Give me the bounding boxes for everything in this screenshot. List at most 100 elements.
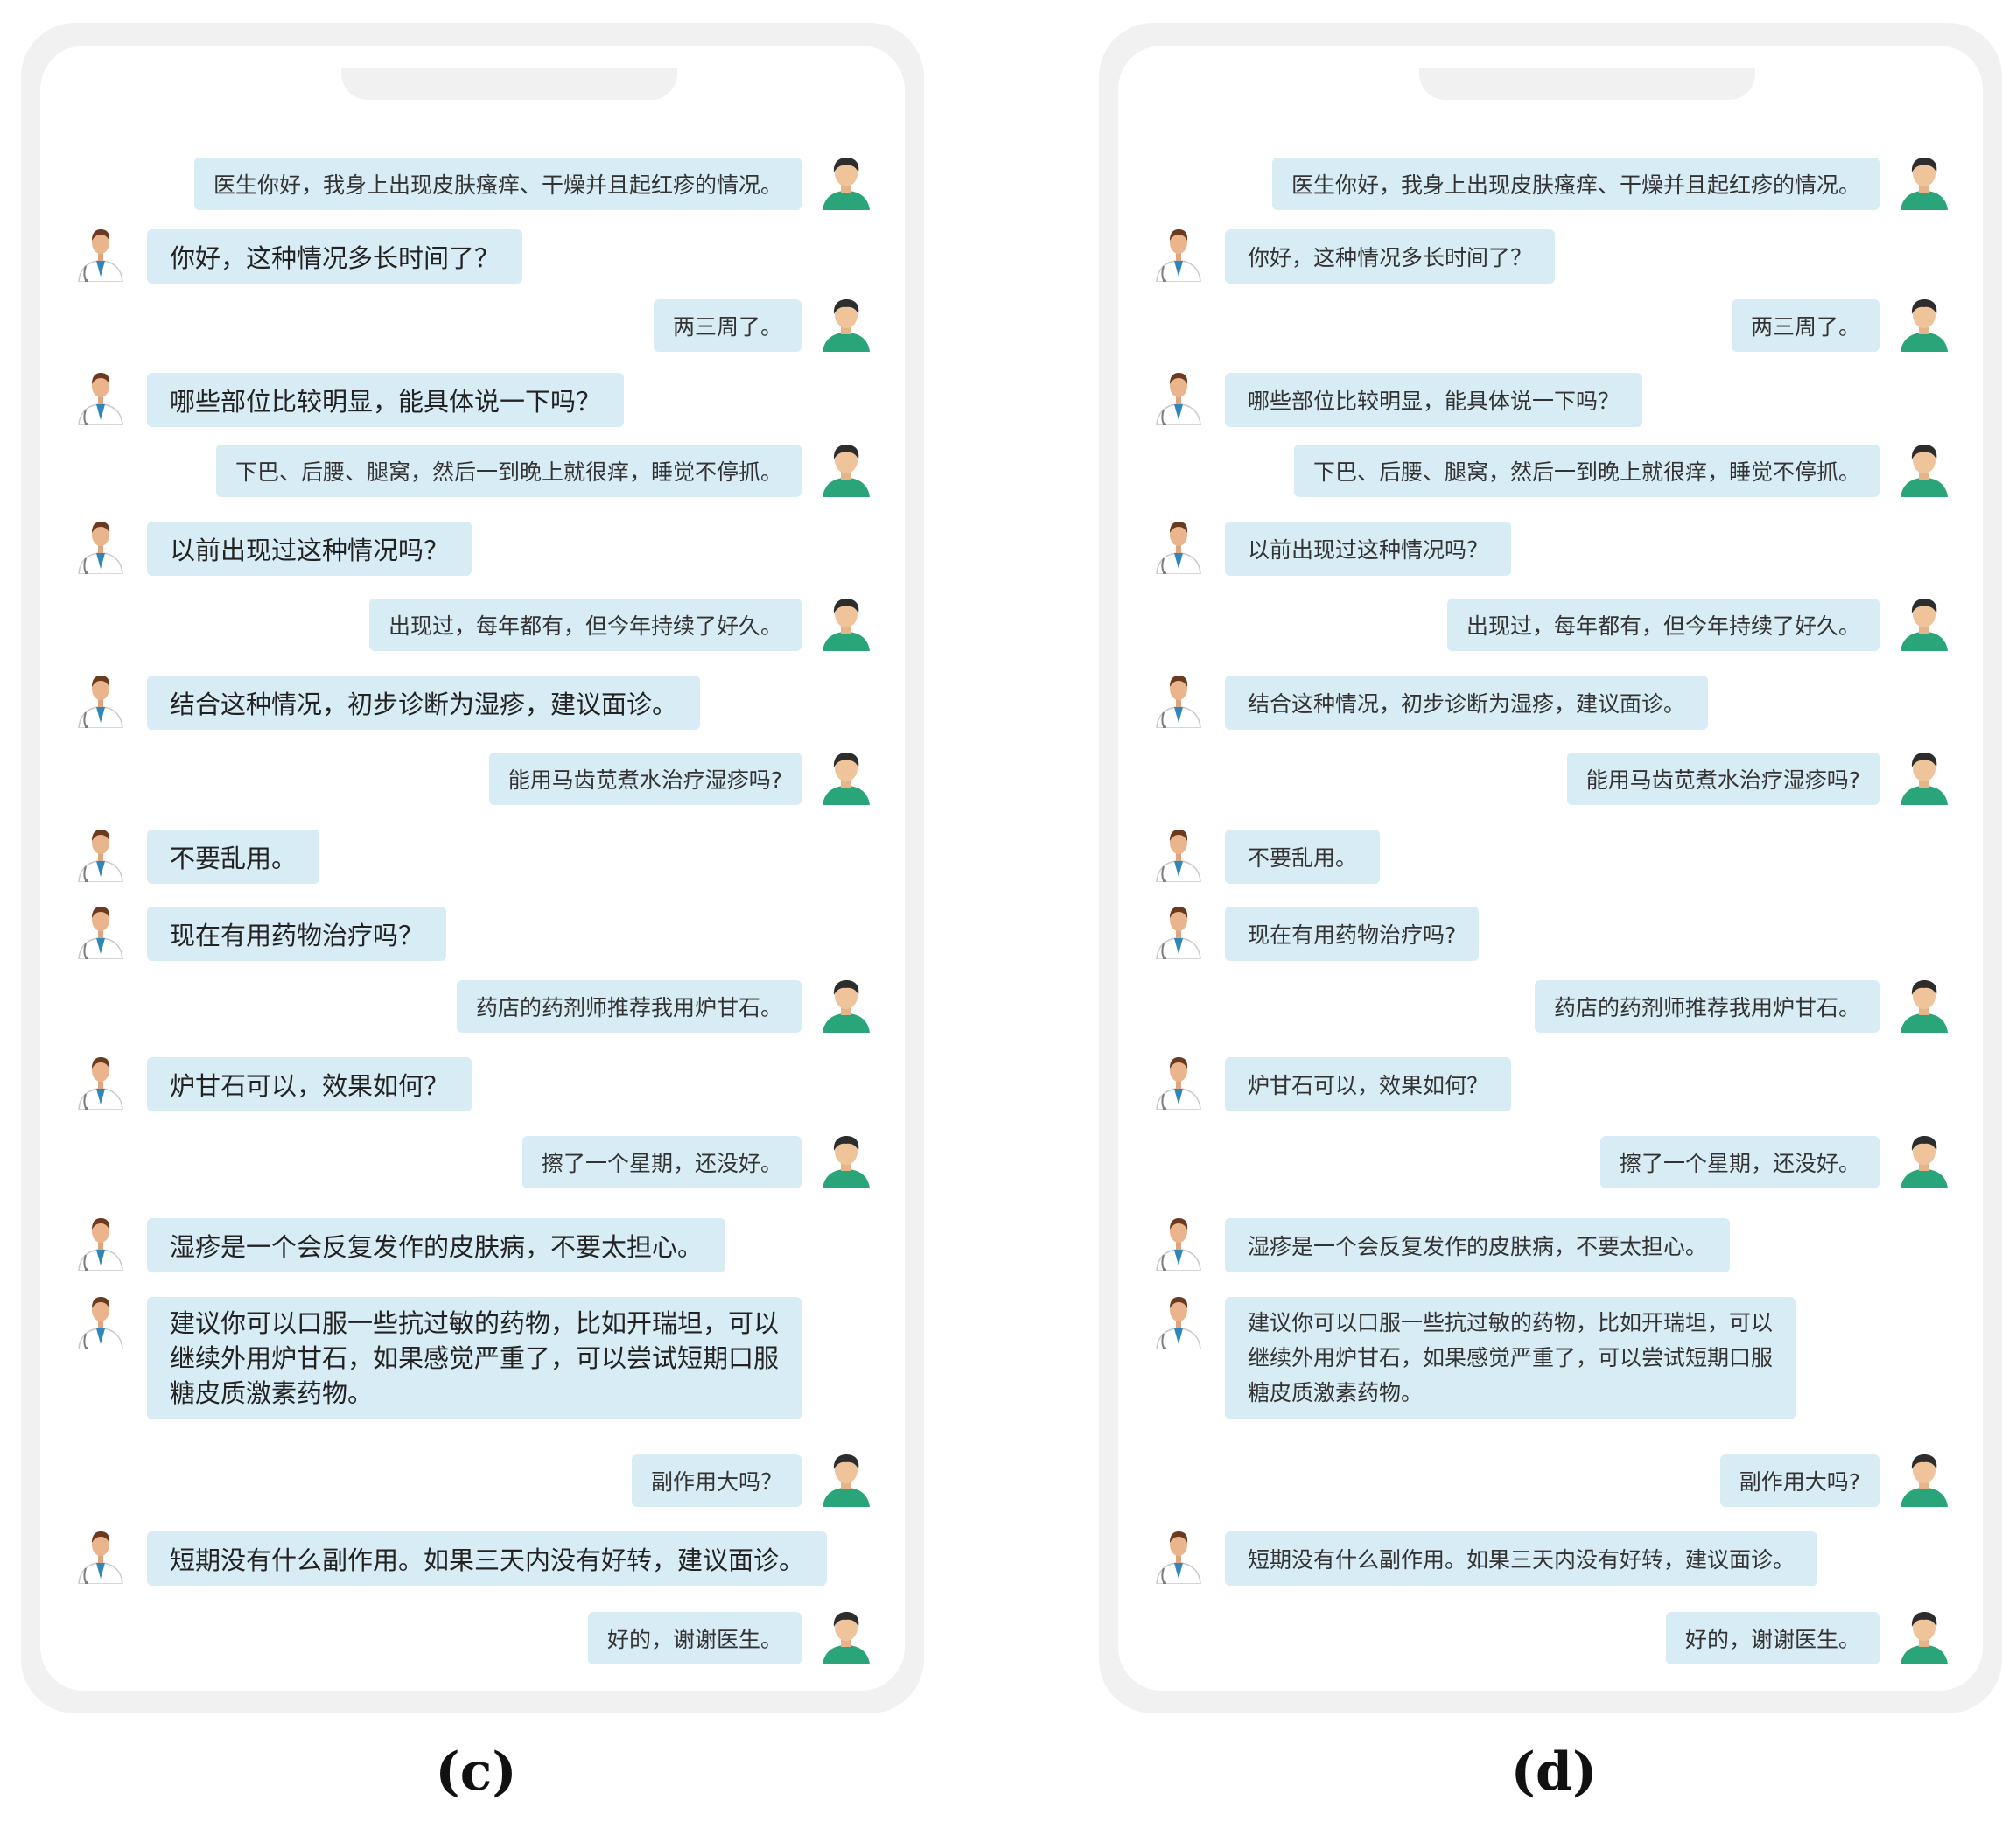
doctor-avatar-icon [74,826,128,883]
patient-avatar-icon [819,1451,873,1507]
patient-message: 好的，谢谢医生。 [40,1612,905,1664]
patient-message-bubble: 药店的药剂师推荐我用炉甘石。 [1534,980,1880,1033]
doctor-message: 湿疹是一个会反复发作的皮肤病，不要太担心。 [1118,1215,1983,1272]
patient-message-bubble: 副作用大吗？ [631,1454,802,1507]
phone-frame-c: 医生你好，我身上出现皮肤瘙痒、干燥并且起红疹的情况。你好，这种情况多长时间了？ 两… [21,23,924,1713]
doctor-message: 结合这种情况，初步诊断为湿疹，建议面诊。 [40,676,905,730]
doctor-message-bubble: 不要乱用。 [147,830,320,884]
doctor-message-bubble: 现在有用药物治疗吗? [1225,907,1480,961]
patient-avatar-icon [819,154,873,210]
patient-message: 出现过，每年都有，但今年持续了好久。 [40,599,905,651]
patient-avatar-icon [819,296,873,352]
doctor-avatar-icon [74,672,128,729]
patient-message-bubble: 出现过，每年都有，但今年持续了好久。 [1446,599,1880,651]
doctor-message: 以前出现过这种情况吗？ [1118,522,1983,576]
patient-message-bubble: 下巴、后腰、腿窝，然后一到晚上就很痒，睡觉不停抓。 [1293,445,1880,497]
doctor-avatar-icon [1152,826,1206,883]
doctor-message-bubble: 短期没有什么副作用。如果三天内没有好转，建议面诊。 [147,1531,828,1586]
patient-message-bubble: 出现过，每年都有，但今年持续了好久。 [368,599,802,651]
doctor-message: 你好，这种情况多长时间了？ [40,229,905,284]
doctor-message: 不要乱用。 [1118,830,1983,884]
doctor-avatar-icon [74,1054,128,1111]
doctor-message: 短期没有什么副作用。如果三天内没有好转，建议面诊。 [40,1528,905,1586]
doctor-message-bubble: 你好，这种情况多长时间了？ [147,229,523,284]
patient-message: 下巴、后腰、腿窝，然后一到晚上就很痒，睡觉不停抓。 [1118,445,1983,497]
patient-avatar-icon [819,441,873,497]
patient-avatar-icon [1897,1132,1951,1188]
panel-label-d: (d) [1510,1741,1598,1803]
doctor-message-bubble: 炉甘石可以，效果如何？ [1225,1057,1512,1111]
phone-notch [341,68,677,100]
doctor-avatar-icon [1152,226,1206,283]
patient-message: 医生你好，我身上出现皮肤瘙痒、干燥并且起红疹的情况。 [40,158,905,210]
doctor-message: 现在有用药物治疗吗? [1118,907,1983,961]
doctor-avatar-icon [1152,1215,1206,1272]
patient-message: 两三周了。 [40,299,905,352]
doctor-message-bubble: 现在有用药物治疗吗？ [147,907,447,961]
phone-notch [1419,68,1755,100]
doctor-avatar-icon [1152,672,1206,729]
message-text-line: 继续外用炉甘石，如果感觉严重了，可以尝试短期口服 [170,1343,780,1373]
patient-message: 能用马齿苋煮水治疗湿疹吗? [1118,753,1983,805]
doctor-avatar-icon [74,518,128,575]
doctor-message-bubble: 建议你可以口服一些抗过敏的药物，比如开瑞坦，可以继续外用炉甘石，如果感觉严重了，… [147,1297,802,1419]
patient-avatar-icon [1897,154,1951,210]
doctor-message: 哪些部位比较明显，能具体说一下吗？ [40,373,905,427]
patient-message: 副作用大吗? [1118,1454,1983,1507]
doctor-message-bubble: 结合这种情况，初步诊断为湿疹，建议面诊。 [147,676,701,730]
patient-message-bubble: 下巴、后腰、腿窝，然后一到晚上就很痒，睡觉不停抓。 [215,445,802,497]
doctor-message-bubble: 建议你可以口服一些抗过敏的药物，比如开瑞坦，可以继续外用炉甘石，如果感觉严重了，… [1225,1297,1796,1419]
patient-message: 医生你好，我身上出现皮肤瘙痒、干燥并且起红疹的情况。 [1118,158,1983,210]
patient-avatar-icon [819,749,873,805]
doctor-avatar-icon [74,1528,128,1585]
patient-message-bubble: 药店的药剂师推荐我用炉甘石。 [456,980,802,1033]
patient-message-bubble: 医生你好，我身上出现皮肤瘙痒、干燥并且起红疹的情况。 [193,158,802,210]
doctor-avatar-icon [74,1215,128,1272]
doctor-message-bubble: 结合这种情况，初步诊断为湿疹，建议面诊。 [1225,676,1709,730]
message-text-line: 糖皮质激素药物。 [170,1378,374,1408]
doctor-avatar-icon [1152,518,1206,575]
patient-message-bubble: 擦了一个星期，还没好。 [1600,1136,1880,1188]
doctor-message-bubble: 以前出现过这种情况吗？ [147,522,472,576]
patient-avatar-icon [819,1132,873,1188]
doctor-avatar-icon [74,1293,128,1350]
doctor-message: 湿疹是一个会反复发作的皮肤病，不要太担心。 [40,1215,905,1272]
doctor-message: 以前出现过这种情况吗？ [40,522,905,576]
message-text-line: 继续外用炉甘石，如果感觉严重了，可以尝试短期口服 [1248,1345,1774,1370]
patient-message: 擦了一个星期，还没好。 [40,1136,905,1188]
patient-avatar-icon [1897,441,1951,497]
patient-message-bubble: 两三周了。 [653,299,802,352]
doctor-message: 炉甘石可以，效果如何？ [40,1054,905,1111]
chat-screen: 医生你好，我身上出现皮肤瘙痒、干燥并且起红疹的情况。你好，这种情况多长时间了？ 两… [1118,46,1983,1691]
patient-message: 出现过，每年都有，但今年持续了好久。 [1118,599,1983,651]
patient-message-bubble: 能用马齿苋煮水治疗湿疹吗? [488,753,802,805]
doctor-message-bubble: 炉甘石可以，效果如何？ [147,1057,472,1111]
chat-screen: 医生你好，我身上出现皮肤瘙痒、干燥并且起红疹的情况。你好，这种情况多长时间了？ 两… [40,46,905,1691]
patient-message: 能用马齿苋煮水治疗湿疹吗? [40,753,905,805]
patient-message-bubble: 副作用大吗? [1719,1454,1880,1507]
doctor-message-bubble: 不要乱用。 [1225,830,1381,884]
patient-message: 下巴、后腰、腿窝，然后一到晚上就很痒，睡觉不停抓。 [40,445,905,497]
patient-avatar-icon [1897,296,1951,352]
doctor-message-bubble: 短期没有什么副作用。如果三天内没有好转，建议面诊。 [1225,1531,1818,1586]
patient-avatar-icon [1897,749,1951,805]
doctor-message: 短期没有什么副作用。如果三天内没有好转，建议面诊。 [1118,1531,1983,1586]
message-text-line: 建议你可以口服一些抗过敏的药物，比如开瑞坦，可以 [170,1308,780,1338]
doctor-message: 你好，这种情况多长时间了？ [1118,226,1983,284]
patient-message-bubble: 好的，谢谢医生。 [1665,1612,1880,1664]
patient-message-bubble: 两三周了。 [1731,299,1880,352]
doctor-avatar-icon [1152,1054,1206,1111]
patient-message: 两三周了。 [1118,299,1983,352]
doctor-avatar-icon [74,903,128,960]
doctor-message: 哪些部位比较明显，能具体说一下吗？ [1118,373,1983,427]
patient-avatar-icon [819,1608,873,1664]
doctor-avatar-icon [1152,369,1206,426]
patient-avatar-icon [819,595,873,651]
phone-frame-d: 医生你好，我身上出现皮肤瘙痒、干燥并且起红疹的情况。你好，这种情况多长时间了？ 两… [1099,23,2002,1713]
doctor-message-bubble: 你好，这种情况多长时间了？ [1225,229,1556,284]
message-text-line: 糖皮质激素药物。 [1248,1380,1424,1405]
patient-message: 药店的药剂师推荐我用炉甘石。 [1118,980,1983,1033]
patient-avatar-icon [1897,1451,1951,1507]
doctor-message-bubble: 哪些部位比较明显，能具体说一下吗？ [147,373,625,427]
patient-avatar-icon [1897,1608,1951,1664]
